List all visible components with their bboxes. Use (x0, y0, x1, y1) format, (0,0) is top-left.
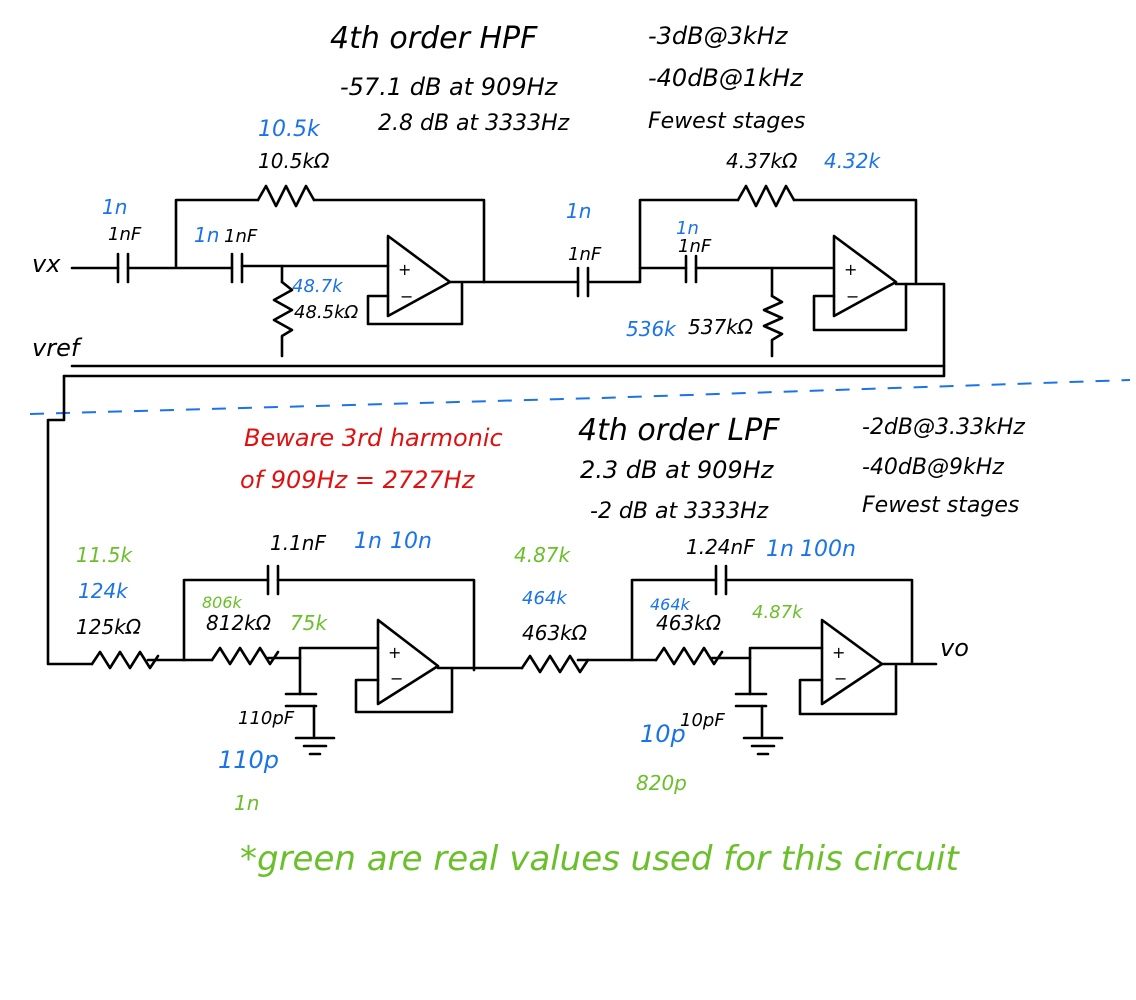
svg-text:−: − (846, 287, 859, 306)
hpf-title: 4th order HPF (330, 21, 538, 56)
hpf2-c1-blue: 1n (566, 199, 591, 223)
lpf2-cf-black: 1.24nF (686, 535, 755, 559)
lpf2-r2-blue: 464k (650, 595, 691, 614)
lpf2-cg-black: 10pF (680, 710, 725, 731)
hpf-stage-1: vx + − 10.5k 10.5kΩ 1n 1nF 1n 1nF (32, 117, 486, 358)
lpf1-cg-green: 1n (234, 791, 259, 815)
lpf2-cf-blue2: 100n (800, 537, 856, 562)
hpf2-c1-capacitor (576, 266, 590, 298)
hpf-atten-909: -57.1 dB at 909Hz (340, 73, 559, 101)
lpf2-cg-green: 820p (636, 771, 687, 795)
lpf1-r2-green: 806k (202, 593, 243, 612)
vref-label: vref (32, 334, 83, 362)
lpf1-cf-blue2: 10n (390, 529, 432, 554)
lpf1-cf-blue: 1n (354, 529, 382, 554)
vx-label: vx (32, 250, 61, 278)
hpf-spec-3db: -3dB@3kHz (648, 22, 789, 50)
lpf2-opamp: + − (798, 618, 898, 716)
hpf-stage-2: + − 4.37kΩ 4.32k 1n 1nF 1n 1nF 536k 537k… (62, 149, 946, 378)
hpf-spec-40db: -40dB@1kHz (648, 64, 804, 92)
lpf2-r1-black: 463kΩ (522, 621, 588, 645)
hpf1-rg-resistor (272, 280, 294, 358)
lpf-gain-3333: -2 dB at 3333Hz (590, 499, 769, 524)
lpf2-r2-green: 4.87k (752, 602, 804, 623)
vo-label: vo (940, 634, 969, 662)
hpf2-rf-blue: 4.32k (824, 149, 882, 173)
svg-text:+: + (832, 643, 845, 662)
lpf1-cg-black: 110pF (238, 708, 295, 729)
hpf2-rg-blue: 536k (626, 317, 677, 341)
hpf-atten-3333: 2.8 dB at 3333Hz (378, 111, 570, 136)
hpf2-rg-resistor (762, 294, 784, 358)
lpf1-cf-capacitor (266, 564, 280, 596)
hpf2-feedback-wire (638, 198, 740, 270)
lpf1-r2-green2: 75k (290, 611, 328, 635)
lpf-warning-line2: of 909Hz = 2727Hz (240, 466, 476, 494)
lpf1-r1-blue: 124k (78, 579, 129, 603)
hpf1-rf-blue: 10.5k (258, 117, 321, 142)
svg-text:+: + (398, 260, 411, 279)
lpf-spec-2db: -2dB@3.33kHz (862, 415, 1025, 440)
hpf1-c1-blue: 1n (102, 195, 127, 219)
lpf-gain-909: 2.3 dB at 909Hz (580, 456, 775, 484)
lpf-fewest-stages: Fewest stages (862, 493, 1019, 518)
lpf1-r2-black: 812kΩ (206, 611, 272, 635)
lpf-stage-2: + − vo 1.24nF 1n 100n 4.87k 464k 463kΩ 4… (514, 535, 969, 795)
hpf2-c2-blue: 1n (676, 218, 699, 239)
hpf2-rg-black: 537kΩ (688, 315, 754, 339)
lpf2-cg-blue: 10p (640, 720, 686, 748)
lpf2-ground-icon (742, 736, 784, 756)
hpf2-c1-black: 1nF (568, 244, 602, 265)
lpf2-r2-black: 463kΩ (656, 611, 722, 635)
hpf1-rf-resistor (256, 184, 316, 208)
lpf1-cg-blue: 110p (218, 746, 279, 774)
hpf1-rg-black: 48.5kΩ (294, 302, 359, 323)
lpf2-cf-blue: 1n (766, 537, 794, 562)
hpf1-c1-black: 1nF (108, 224, 142, 245)
hpf2-c2-capacitor (684, 254, 698, 284)
lpf2-r2-resistor (654, 646, 724, 666)
lpf1-cf-black: 1.1nF (270, 531, 326, 555)
lpf1-cg-capacitor (284, 692, 318, 708)
lpf1-r1-resistor (90, 650, 160, 670)
lpf2-r1-blue: 464k (522, 588, 568, 609)
hpf2-opamp: + − (812, 234, 908, 332)
lpf2-cg-capacitor (734, 692, 768, 708)
hpf1-c2-blue: 1n (194, 223, 219, 247)
lpf1-ground-icon (294, 736, 336, 756)
lpf1-r2-resistor (210, 646, 280, 666)
hpf1-rg-blue: 48.7k (292, 276, 344, 297)
lpf2-r1-green: 4.87k (514, 543, 572, 567)
footnote-green-values: *green are real values used for this cir… (240, 839, 960, 879)
lpf1-r1-green: 11.5k (76, 543, 134, 567)
lpf-warning-line1: Beware 3rd harmonic (244, 424, 503, 452)
lpf-spec-40db: -40dB@9kHz (862, 455, 1004, 480)
hpf2-rf-resistor (736, 184, 796, 208)
hpf1-opamp: + − (366, 234, 464, 326)
hpf1-c2-capacitor (230, 252, 244, 284)
lpf-title: 4th order LPF (578, 413, 780, 448)
lpf2-r1-resistor (520, 654, 590, 674)
hpf1-c1-capacitor (116, 252, 130, 284)
hpf2-rf-black: 4.37kΩ (726, 149, 798, 173)
svg-text:+: + (844, 260, 857, 279)
svg-text:+: + (388, 643, 401, 662)
svg-text:−: − (390, 669, 403, 688)
svg-text:−: − (834, 669, 847, 688)
lpf2-cf-capacitor (714, 564, 728, 596)
hpf1-c2-black: 1nF (224, 226, 258, 247)
hpf-fewest-stages: Fewest stages (648, 109, 805, 134)
lpf-stage-1: + − 1.1nF 1n 10n 11.5k 124k 125kΩ 806k 8… (76, 529, 476, 815)
hpf1-rf-black: 10.5kΩ (258, 149, 330, 173)
lpf1-r1-black: 125kΩ (76, 615, 142, 639)
section-divider (29, 379, 1131, 415)
hpf2-c2-black: 1nF (678, 236, 712, 257)
lpf1-opamp: + − (354, 618, 454, 714)
lpf-header: 4th order LPF -2dB@3.33kHz -40dB@9kHz Fe… (240, 413, 1025, 524)
svg-text:−: − (400, 287, 413, 306)
hpf-header: 4th order HPF -3dB@3kHz -40dB@1kHz Fewes… (330, 21, 805, 136)
hpf1-feedback-wire (174, 198, 260, 268)
